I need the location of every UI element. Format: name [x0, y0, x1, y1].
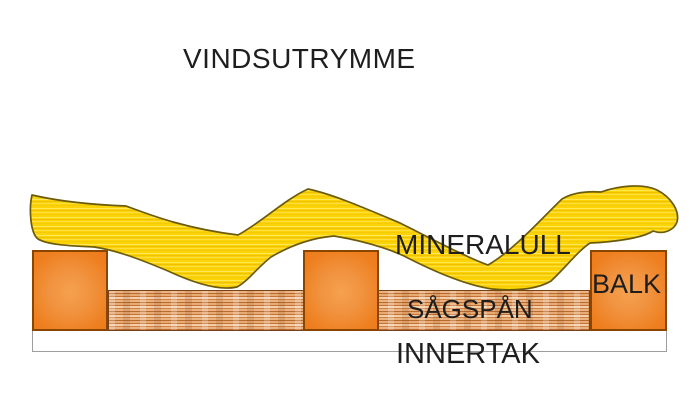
inner-ceiling-strip [32, 330, 667, 352]
beam-label: BALK [592, 269, 662, 299]
inner-ceiling-label: INNERTAK [396, 338, 540, 370]
sawdust-label: SÅGSPÅN [407, 294, 533, 324]
mineral-wool-label: MINERALULL [395, 229, 571, 260]
beam-block-left [32, 250, 108, 331]
attic-space-label: VINDSUTRYMME [183, 43, 416, 74]
beam-block-middle [303, 250, 379, 331]
